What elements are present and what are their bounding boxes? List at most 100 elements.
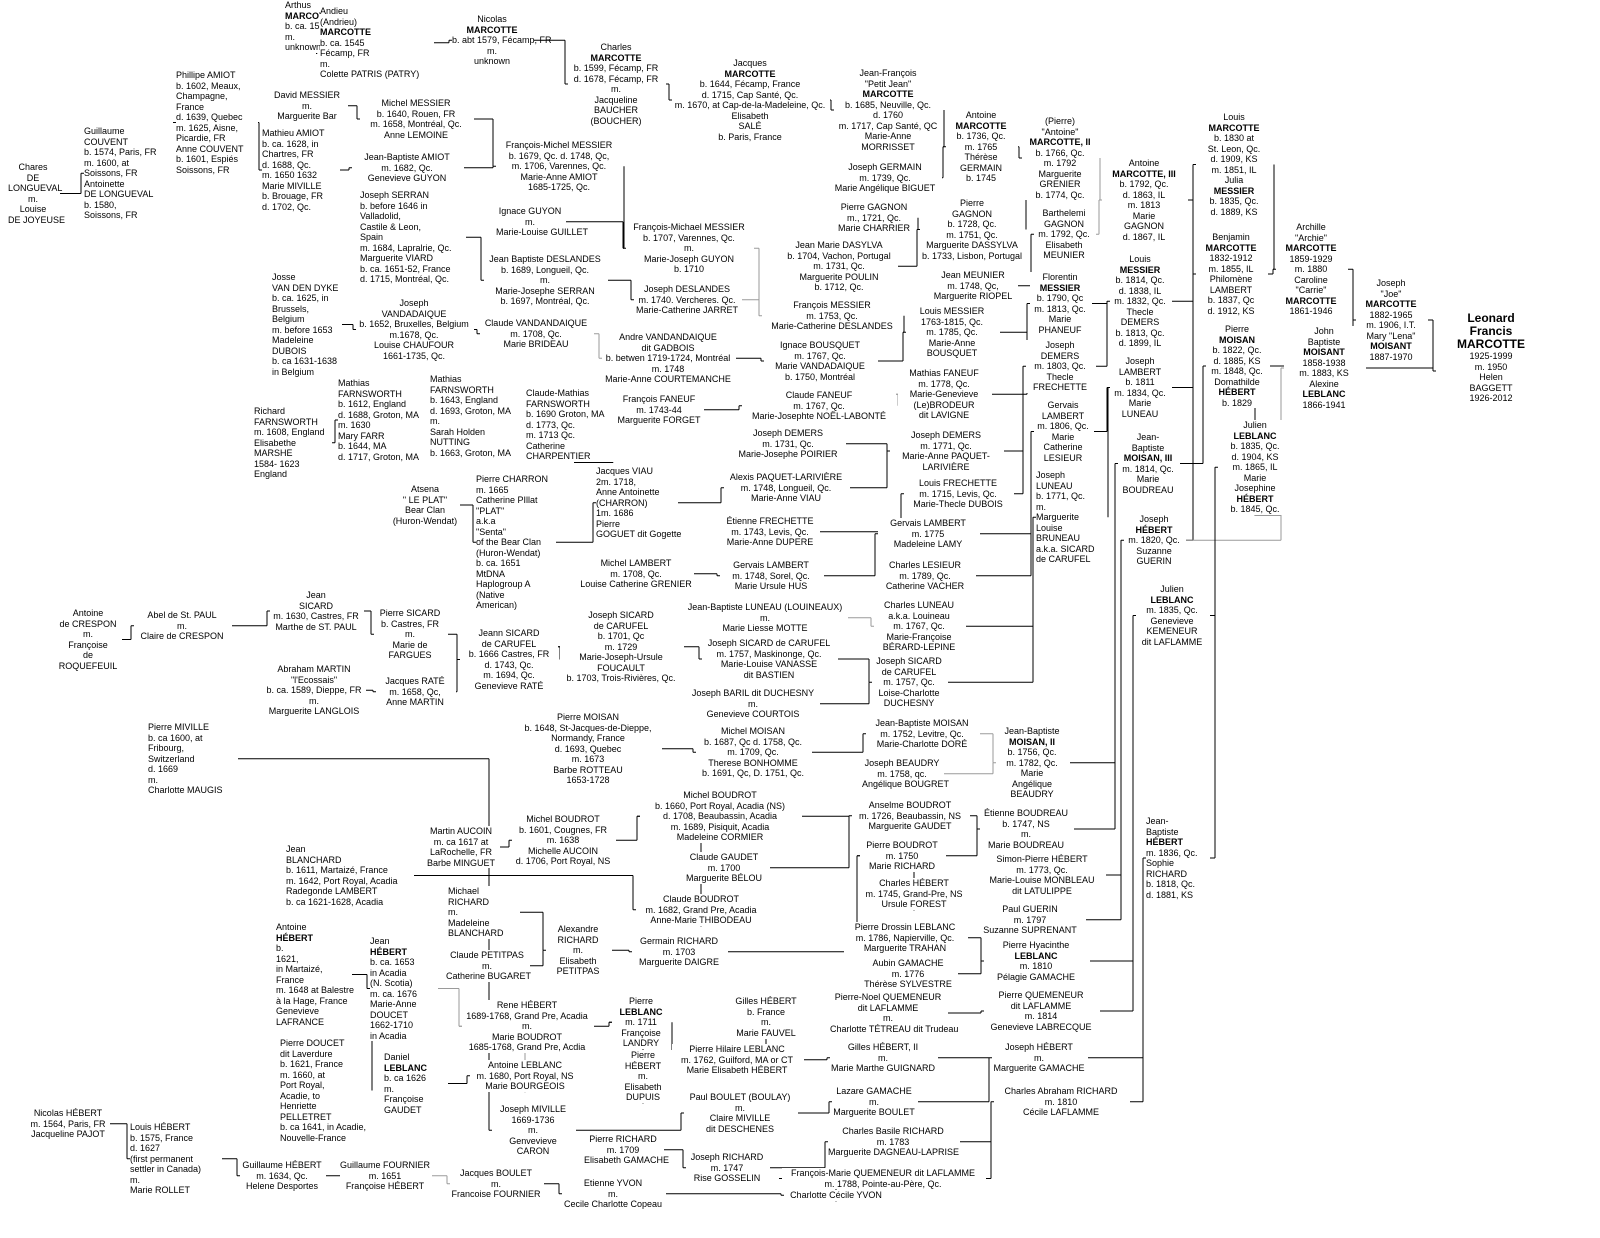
person-line: Michel BOUDROT — [683, 790, 757, 800]
person-line: LEBLANC — [1302, 389, 1346, 399]
person-line: Antoine LEBLANC — [487, 1060, 563, 1070]
person-line: Marguerite BÉLOU — [685, 873, 763, 883]
person-line: Anne-Marie THIBODEAU — [650, 915, 752, 925]
person-line: "Archie" — [1295, 232, 1327, 243]
person-line: Antoine — [72, 608, 104, 618]
person-node: Charlotte Cécile YVON — [784, 1190, 888, 1201]
person-line: b. 1774, Qc. — [1035, 189, 1085, 200]
person-line: b. 1733, Lisbon, Portugal — [921, 250, 1023, 261]
person-line: m. 1660, at — [280, 1069, 326, 1080]
person-line: m. 1713 Qc. — [526, 430, 576, 440]
person-line: Marie Elisabeth HÉBERT — [686, 1065, 788, 1075]
person-line: b. ca. 1589, Dieppe, FR — [266, 685, 362, 695]
person-line: m. 1757, Maskinonge, Qc. — [716, 648, 822, 659]
person-line: Jean-Baptiste LUNEAU (LOUINEAUX) — [687, 602, 843, 612]
person-line: b. 1712, Qc. — [814, 282, 864, 292]
person-line: Joseph GERMAIN — [848, 162, 922, 172]
person-line: MARCOTTE — [955, 120, 1007, 131]
person-line: d. 1693, Quebec — [554, 743, 622, 754]
person-line: 1861-1946 — [1289, 306, 1333, 316]
person-line: of the Bear Clan — [476, 537, 542, 547]
person-line: Pierre SICARD — [379, 608, 441, 618]
person-line: Louis — [1223, 112, 1245, 122]
person-line: LONGUEVAL — [8, 183, 63, 193]
person-line: Anne COUVENT — [176, 143, 244, 154]
person-line: 1763-1815, Qc. — [920, 316, 984, 327]
person-line: LEBLANC — [1150, 594, 1194, 605]
person-line: BÉRARD-LEPINE — [882, 642, 956, 652]
person-line: (Pierre) — [1044, 116, 1075, 126]
person-line: Marie-Anne AMIOT — [520, 171, 598, 182]
person-line: Elisabeth GAMACHE — [584, 1155, 670, 1165]
person-line: Germain RICHARD — [639, 936, 718, 946]
person-line: COUVENT — [84, 136, 129, 147]
person-line: m. 1771, Qc. — [920, 440, 972, 451]
person-node: Abraham MARTIN"l'Ecossais"b. ca. 1589, D… — [264, 664, 364, 717]
person-line: Loise-Charlotte — [878, 687, 940, 698]
person-line: m. 1832, Qc. — [1114, 296, 1166, 306]
person-line: m. 1792, Qc. — [1038, 229, 1090, 239]
person-line: BLANCHARD — [448, 928, 504, 938]
person-line: Domathilde — [1214, 376, 1260, 387]
person-line: Marie-Louise GUILLET — [496, 227, 589, 237]
person-line: Angélique BOUGRET — [862, 779, 950, 789]
person-line: Marguerite VIARD — [360, 253, 434, 263]
person-line: Francoise FOURNIER — [451, 1189, 541, 1199]
person-line: b. 1736, Qc. — [956, 131, 1006, 141]
person-line: MESSIER — [1119, 264, 1161, 275]
person-line: Marie-Anne VIAU — [750, 493, 822, 503]
person-line: Joseph DEMERS — [910, 430, 982, 440]
person-line: Jacques VIAU — [596, 466, 654, 476]
person-line: m. 1752, Levitre, Qc. — [880, 728, 964, 739]
person-line: m. 1836, Qc. — [1146, 847, 1198, 858]
person-line: m. 1762, Guilford, MA or CT — [680, 1054, 794, 1065]
person-line: Marie-Genevieve — [909, 389, 979, 399]
person-line: Claire de CRESPON — [140, 631, 224, 641]
person-line: Thecle — [1126, 306, 1154, 317]
person-line: (Andrieu) — [320, 16, 358, 27]
person-line: "Joe" — [1380, 288, 1402, 299]
subject-detail-line: Helen — [1479, 372, 1503, 382]
person-line: VAN DEN DYKE — [272, 282, 339, 293]
person-line: Caroline — [1294, 274, 1328, 285]
person-line: d. 1867, IL — [1122, 231, 1166, 242]
person-line: DOUCET — [370, 1009, 408, 1020]
person-line: Madeleine — [272, 335, 314, 345]
person-line: m. 1747 — [710, 1162, 744, 1173]
person-line: in Martaizé, — [276, 964, 323, 974]
person-line: m. 1782, Qc. — [1006, 757, 1058, 768]
person-line: FARNSWORTH — [526, 398, 590, 409]
person-line: Marie ROLLET — [130, 1185, 191, 1195]
person-line: Michel BOUDROT — [526, 814, 600, 824]
person-line: m. 1709 — [606, 1144, 640, 1155]
person-line: FRECHETTE — [1033, 382, 1087, 392]
person-line: Pierre RICHARD — [589, 1134, 657, 1144]
person-line: b. 1701, Qc — [597, 631, 645, 641]
person-line: m. 1835, Qc. — [1146, 605, 1198, 615]
person-line: Jean Baptiste DESLANDES — [489, 254, 601, 264]
person-line: Marguerite — [1038, 168, 1082, 179]
person-line: Genevieve LABRECQUE — [990, 1021, 1092, 1032]
